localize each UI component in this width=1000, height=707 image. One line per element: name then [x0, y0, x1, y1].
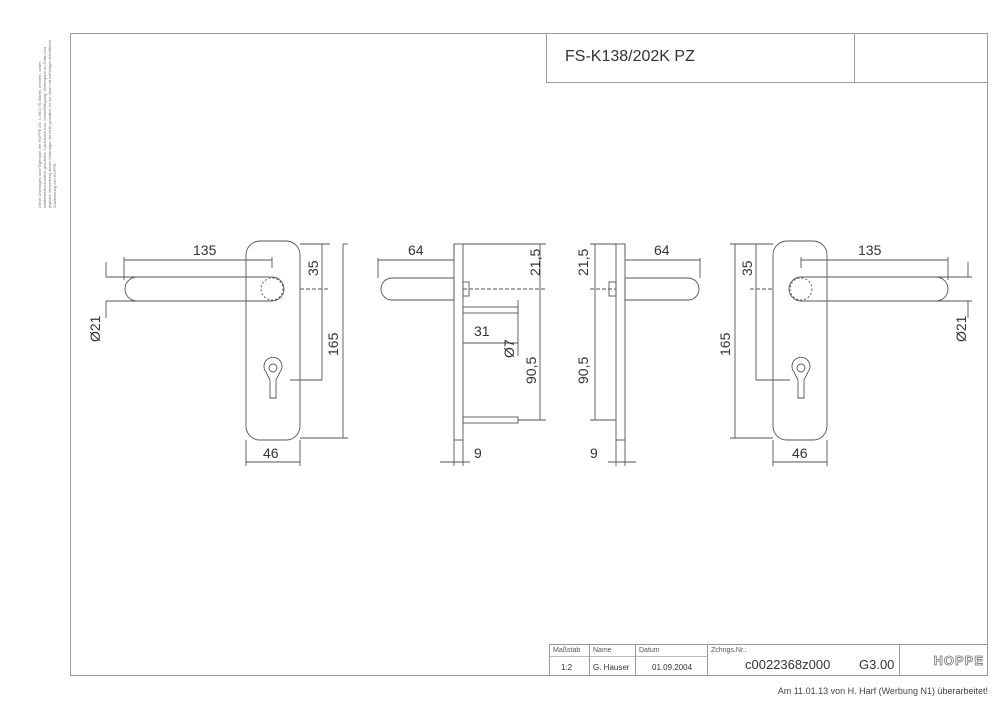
left-front-view [105, 240, 348, 466]
scale-cell: Maßstab 1:2 [550, 645, 590, 676]
drawing-number-label: Zchngs.Nr.: [711, 647, 747, 654]
dim-left-d21: Ø21 [87, 315, 103, 342]
dim-left-135: 135 [193, 242, 217, 258]
left-side-view [377, 243, 546, 466]
dim-right-135: 135 [858, 242, 882, 258]
name-cell: Name G. Hauser [590, 645, 636, 676]
spindle-circle [260, 277, 284, 301]
date-cell: Datum 01.09.2004 [636, 645, 708, 676]
dim-left-46: 46 [263, 445, 279, 461]
lever-handle-right [788, 276, 949, 302]
scale-value: 1:2 [561, 663, 573, 672]
dim-left-165: 165 [325, 332, 341, 356]
right-front-view [730, 240, 972, 466]
dim-right-d21: Ø21 [953, 315, 969, 342]
keyhole [263, 356, 283, 399]
dim-rside-64: 64 [654, 242, 670, 258]
dim-side-9: 9 [474, 445, 482, 461]
revision: G3.00 [859, 657, 895, 672]
revision-note: Am 11.01.13 von H. Harf (Werbung N1) übe… [777, 686, 988, 696]
date-label: Datum [639, 647, 660, 654]
dim-right-35: 35 [739, 260, 755, 276]
lever-handle [124, 276, 285, 302]
dim-right-46: 46 [792, 445, 808, 461]
name-label: Name [593, 647, 612, 654]
side-handle-right [624, 277, 700, 301]
date-value: 01.09.2004 [652, 663, 693, 672]
rose-plate-right [772, 240, 828, 441]
dim-side-21-5: 21,5 [527, 249, 543, 276]
scale-label: Maßstab [553, 647, 581, 654]
dim-rside-9: 9 [590, 445, 598, 461]
dim-right-165: 165 [717, 332, 733, 356]
right-side-view [590, 243, 701, 466]
keyhole-top [268, 363, 278, 373]
drawing-number: c0022368z000 [745, 657, 831, 672]
rose-plate [245, 240, 301, 441]
dim-side-64: 64 [408, 242, 424, 258]
dim-left-35: 35 [305, 260, 321, 276]
dim-rside-21-5: 21,5 [575, 249, 591, 276]
side-plate-right [615, 243, 626, 441]
drawing-frame [70, 33, 988, 676]
dim-rside-90-5: 90,5 [575, 357, 591, 384]
drawing-number-cell: Zchngs.Nr.: [708, 645, 899, 676]
title-box: FS-K138/202K PZ [546, 33, 988, 83]
dim-side-31: 31 [474, 323, 490, 339]
title-block: Maßstab 1:2 Name G. Hauser Datum 01.09.2… [549, 644, 988, 676]
drawing-title: FS-K138/202K PZ [565, 48, 695, 65]
keyhole-right [791, 356, 811, 399]
title-box-divider [854, 33, 855, 82]
hoppe-logo: HOPPE [933, 653, 984, 669]
dim-side-90-5: 90,5 [523, 357, 539, 384]
side-handle [380, 277, 455, 301]
side-plate [453, 243, 464, 441]
name-value: G. Hauser [593, 663, 630, 672]
dim-side-d7: Ø7 [501, 339, 517, 358]
